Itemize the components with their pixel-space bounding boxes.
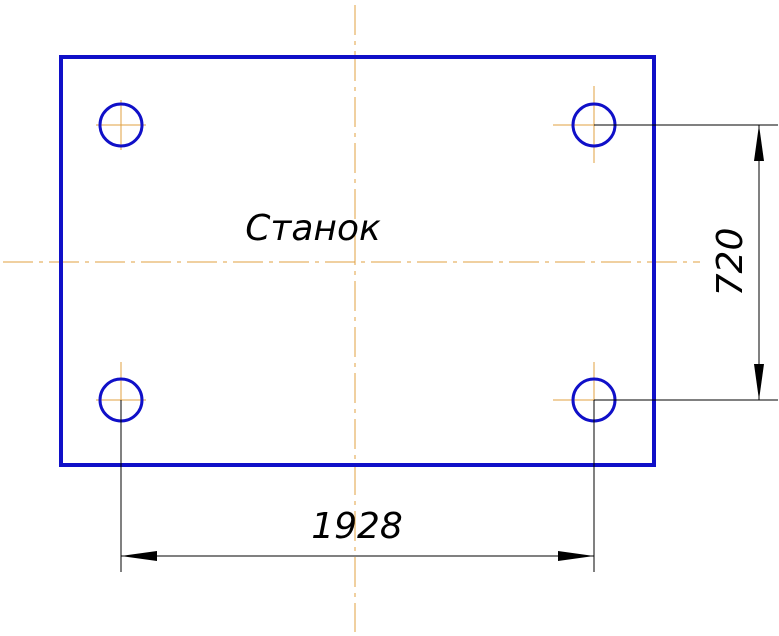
vertical-dimension [594,124,778,401]
horizontal-dimension [120,400,595,572]
hole-center-marks [96,86,618,422]
machine-outline [59,55,656,467]
mounting-hole-top-left [98,102,144,148]
dimension-label-vertical: 720 [710,228,751,297]
dimension-label-horizontal: 1928 [311,506,403,547]
machine-title: Станок [245,208,381,249]
